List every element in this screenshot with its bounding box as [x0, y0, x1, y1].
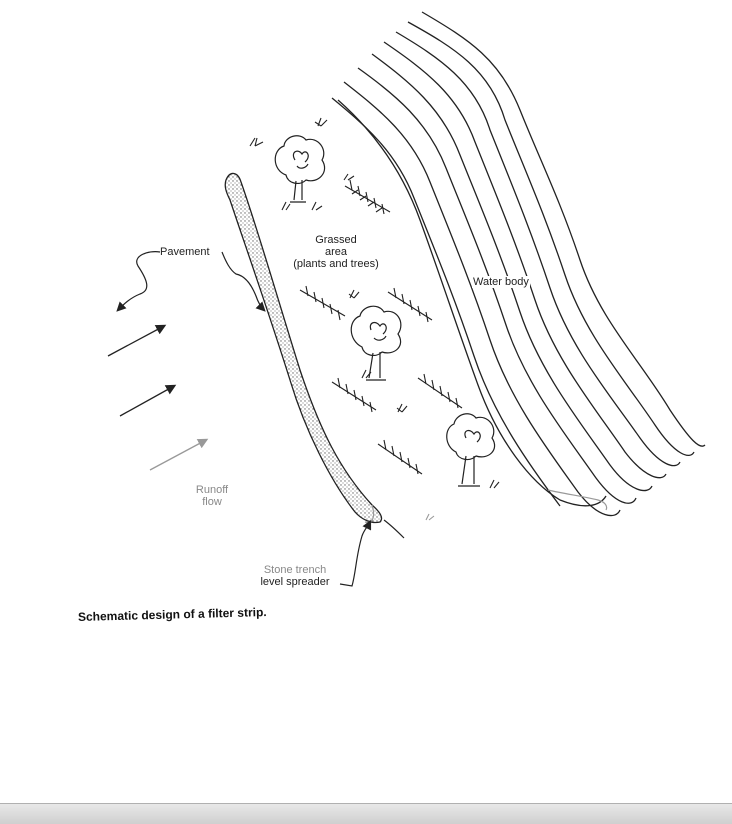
- water-body-label: Water body: [472, 276, 530, 288]
- runoff-arrows: [107, 324, 209, 471]
- shore-tail: [547, 489, 608, 511]
- grassed-area-line-3: (plants and trees): [293, 258, 379, 270]
- stone-trench-leader: [339, 519, 372, 587]
- runoff-flow-label: Runoff flow: [190, 484, 234, 508]
- stone-trench-line-2: level spreader: [260, 576, 330, 588]
- grassed-area-label: Grassed area (plants and trees): [286, 234, 386, 270]
- footer-bar: [0, 803, 732, 824]
- stone-trench-label: Stone trench level spreader: [252, 564, 338, 588]
- runoff-arrow: [107, 324, 167, 357]
- water-body-waves: [331, 11, 706, 517]
- shrub-rows: [299, 179, 463, 475]
- pavement-label: Pavement: [160, 246, 210, 258]
- runoff-arrow: [119, 384, 177, 417]
- pavement-leaders: [116, 251, 266, 312]
- tree-icon: [350, 305, 402, 381]
- tree-icon: [446, 413, 496, 487]
- stone-trench-strip: [224, 172, 383, 524]
- grass-tufts: [249, 117, 500, 521]
- runoff-line-1: Runoff: [195, 484, 229, 496]
- runoff-line-2: flow: [202, 496, 222, 508]
- outlet-flow-line: [383, 519, 405, 539]
- grassed-area-line-1: Grassed: [315, 234, 357, 246]
- runoff-arrow: [149, 438, 209, 471]
- tree-icon: [274, 135, 326, 203]
- grassed-area-line-2: area: [324, 246, 348, 258]
- stone-trench-line-1: Stone trench: [263, 564, 327, 576]
